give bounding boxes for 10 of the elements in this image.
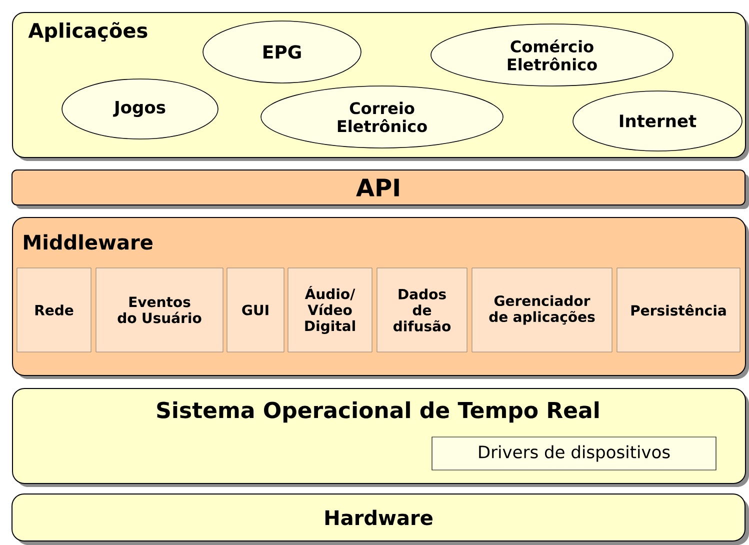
- module-box: Áudio/ Vídeo Digital: [288, 268, 372, 352]
- module-box: Dados de difusão: [376, 268, 468, 352]
- module-box: Rede: [16, 268, 92, 352]
- hardware-layer: Hardware: [12, 494, 749, 545]
- module-box: Eventos do Usuário: [96, 268, 224, 352]
- module-box: Persistência: [616, 268, 740, 352]
- module-box: GUI: [226, 268, 284, 352]
- drivers-box: Drivers de dispositivos: [432, 436, 716, 470]
- module-box: Gerenciador de aplicações: [472, 268, 612, 352]
- api-layer: API: [12, 170, 749, 209]
